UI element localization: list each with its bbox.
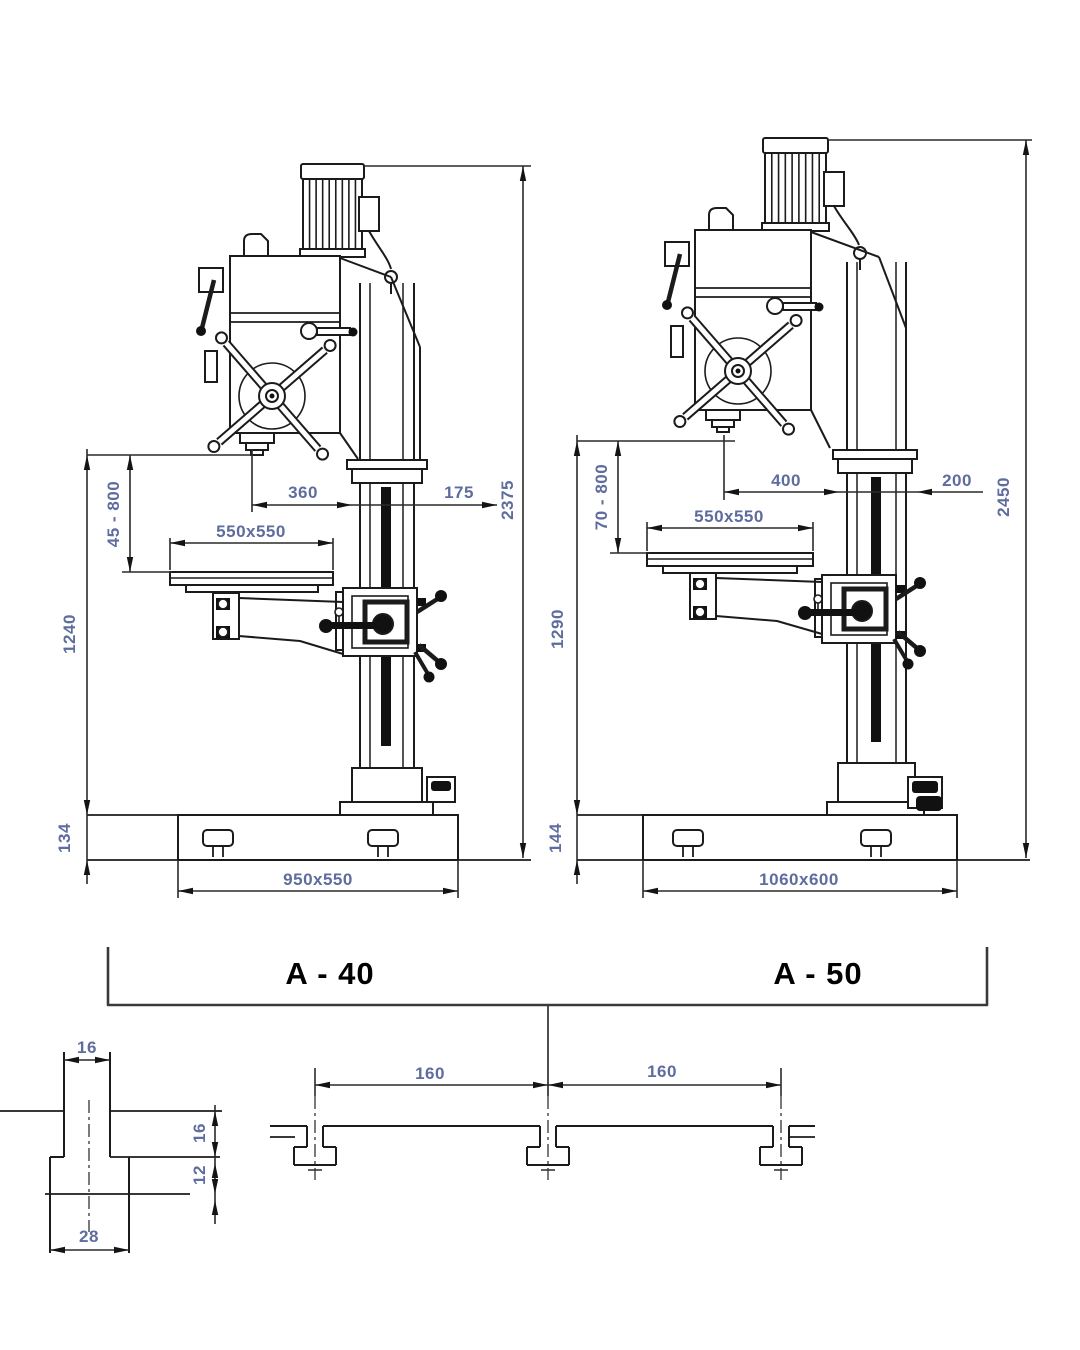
dim-tslot-width: 16 [77,1038,97,1057]
dim-a50-throat: 400 [771,471,801,490]
dim-a50-base-height: 144 [546,823,565,853]
dim-section-spacing-left: 160 [415,1064,445,1083]
dim-tslot-depth: 16 [190,1123,209,1143]
label-a40-title: A - 40 [285,956,374,991]
dim-a50-spindle-travel: 70 - 800 [592,464,611,530]
dim-a40-table-size: 550x550 [216,522,286,541]
dim-a40-base-height: 134 [55,823,74,853]
machine-a50-drawing [573,137,1032,898]
table-section-drawing [270,1068,815,1180]
dim-a40-total-height: 2375 [498,480,517,520]
dim-a50-base-size: 1060x600 [759,870,839,889]
dim-tslot-cavity-width: 28 [79,1227,99,1246]
dim-a40-throat: 360 [288,483,318,502]
model-bracket [106,947,989,1096]
tslot-detail-drawing [0,1052,222,1254]
dim-a40-column-offset: 175 [444,483,474,502]
dim-section-spacing-right: 160 [647,1062,677,1081]
dim-a50-total-height: 2450 [994,477,1013,517]
dim-a50-column-offset: 200 [942,471,972,490]
label-a50-title: A - 50 [773,956,862,991]
dim-a40-base-size: 950x550 [283,870,353,889]
dim-a40-table-height: 1240 [60,614,79,654]
dim-a50-table-height: 1290 [548,609,567,649]
dim-a40-spindle-travel: 45 - 800 [104,481,123,547]
dim-tslot-cavity-depth: 12 [190,1165,209,1185]
dim-a50-table-size: 550x550 [694,507,764,526]
machine-a40-drawing [83,163,531,898]
